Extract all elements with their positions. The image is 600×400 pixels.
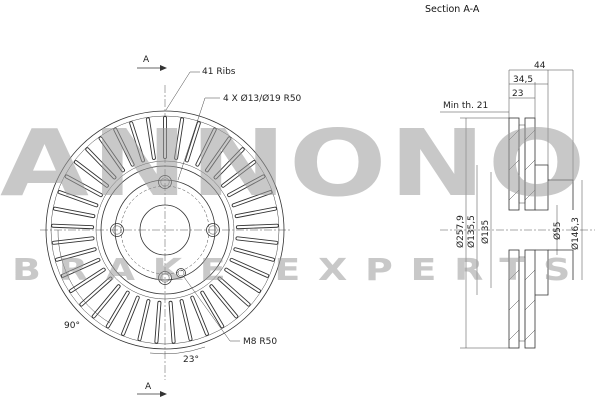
disc-rib	[51, 224, 94, 229]
width-label-23: 23	[512, 89, 523, 99]
disc-rib	[201, 291, 224, 328]
section-marker-bottom-label: A	[145, 382, 152, 392]
section-marker-bottom: A	[137, 382, 167, 397]
angle-arc-23	[149, 346, 206, 355]
bolt-hole-inner	[160, 177, 170, 187]
disc-rib	[234, 248, 275, 261]
disc-rib	[106, 291, 129, 328]
disc-rib	[175, 118, 184, 159]
disc-rib	[180, 300, 192, 341]
disc-rib	[210, 285, 238, 318]
disc-rib	[191, 296, 208, 335]
width-label-44: 44	[534, 61, 546, 71]
disc-rib	[236, 237, 278, 244]
hub-outline	[114, 179, 216, 281]
disc-rib	[52, 237, 94, 244]
disc-section-view	[440, 69, 595, 349]
disc-rib	[80, 277, 112, 306]
disc-ribs	[51, 116, 279, 344]
angle-90-label: 90°	[64, 321, 80, 331]
bolt-hole-inner	[112, 225, 122, 235]
section-hatching	[508, 129, 536, 341]
disc-rib	[185, 122, 200, 162]
disc-rib	[228, 175, 265, 197]
watermark-tagline: BRAKE EXPERTS	[12, 253, 588, 288]
disc-rib	[99, 137, 125, 172]
disc-rib	[196, 128, 216, 166]
threaded-hole	[176, 268, 186, 278]
disc-rib	[61, 258, 100, 277]
bolt-hole-inner	[160, 273, 170, 283]
center-bore	[139, 204, 191, 256]
disc-rib	[92, 285, 120, 318]
disc-rib	[169, 301, 175, 343]
disc-rib	[114, 128, 134, 166]
disc-outer-edge	[45, 110, 285, 350]
disc-rib	[232, 191, 272, 207]
diameter-label-135: Ø135	[480, 220, 491, 244]
disc-rib	[121, 296, 139, 335]
disc-rib	[222, 161, 256, 187]
disc-rib	[155, 301, 161, 343]
bolt-hole-inner	[208, 225, 218, 235]
disc-rib	[205, 137, 231, 172]
section-title: Section A-A	[425, 4, 480, 15]
section-lower-half	[508, 249, 574, 349]
section-marker-top: A	[137, 55, 167, 71]
ribs-label: 41 Ribs	[202, 67, 236, 77]
bolt-hole	[158, 271, 172, 285]
disc-hat-edge	[100, 165, 230, 295]
disc-rib	[214, 148, 244, 179]
disc-rib	[138, 300, 150, 341]
disc-rib	[86, 148, 116, 179]
angle-arc-90	[57, 229, 111, 324]
bolt-hole	[110, 223, 124, 237]
disc-rib	[55, 248, 96, 261]
diameter-label-55: Ø55	[552, 221, 563, 240]
bolt-hole	[206, 223, 220, 237]
angle-23-label: 23°	[183, 355, 199, 365]
disc-rib	[225, 268, 261, 292]
disc-rib	[53, 207, 95, 218]
diameter-label-135-5: Ø135,5	[466, 215, 477, 248]
thread-label: M8 R50	[243, 337, 277, 347]
disc-rib	[230, 258, 269, 277]
bolt-holes	[110, 175, 220, 285]
bolt-holes-label: 4 X Ø13/Ø19 R50	[223, 93, 302, 104]
disc-rib	[65, 175, 103, 197]
disc-rib	[235, 207, 277, 218]
width-label-34-5: 34,5	[513, 75, 533, 85]
disc-rib	[58, 191, 98, 207]
watermark-brand: ANNONO	[0, 110, 588, 217]
disc-rib	[146, 118, 155, 159]
disc-rib	[69, 268, 105, 292]
disc-rib	[130, 122, 145, 162]
disc-rib	[218, 277, 250, 306]
disc-rib	[74, 161, 109, 187]
disc-front-view	[40, 71, 290, 380]
watermark: ANNONO BRAKE EXPERTS	[0, 110, 588, 288]
diameter-label-257-9: Ø257,9	[455, 215, 466, 248]
section-marker-top-label: A	[143, 55, 150, 65]
bolt-hole	[158, 175, 172, 189]
min-thickness-label: Min th. 21	[443, 101, 488, 111]
diameter-label-146-3: Ø146,3	[570, 217, 581, 250]
disc-rib	[236, 224, 278, 229]
